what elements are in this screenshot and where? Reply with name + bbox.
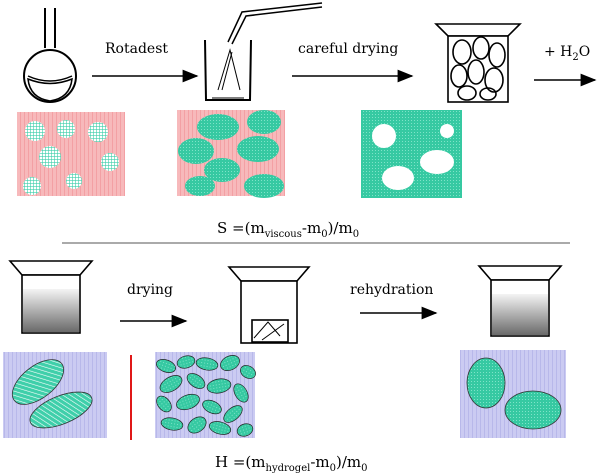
gel-beaker-left-icon bbox=[8, 260, 94, 334]
label-careful-drying: careful drying bbox=[298, 41, 398, 57]
gel-beaker-right-icon bbox=[477, 265, 563, 337]
dried-beaker-icon bbox=[227, 266, 311, 344]
dried-box-icon bbox=[434, 23, 522, 103]
label-rehydration: rehydration bbox=[350, 282, 433, 298]
panel-pink-small-droplets bbox=[17, 112, 125, 196]
beaker-with-pipette-icon bbox=[204, 2, 323, 101]
panel-lavender-many-gels bbox=[155, 352, 256, 438]
label-drying: drying bbox=[127, 282, 173, 298]
round-flask-icon bbox=[23, 8, 77, 103]
label-add-water: + H2O bbox=[544, 44, 590, 63]
panel-lavender-rehydrated-gels bbox=[460, 350, 566, 438]
label-rotadest: Rotadest bbox=[105, 41, 168, 57]
panel-pink-large-droplets bbox=[177, 110, 285, 198]
panel-teal-voids bbox=[361, 110, 462, 198]
panel-lavender-two-gels bbox=[3, 352, 107, 438]
formula-swelling-s: S =(mviscous-m0)/m0 bbox=[217, 219, 359, 240]
formula-hydrogel-h: H =(mhydrogel-m0)/m0 bbox=[215, 453, 368, 474]
